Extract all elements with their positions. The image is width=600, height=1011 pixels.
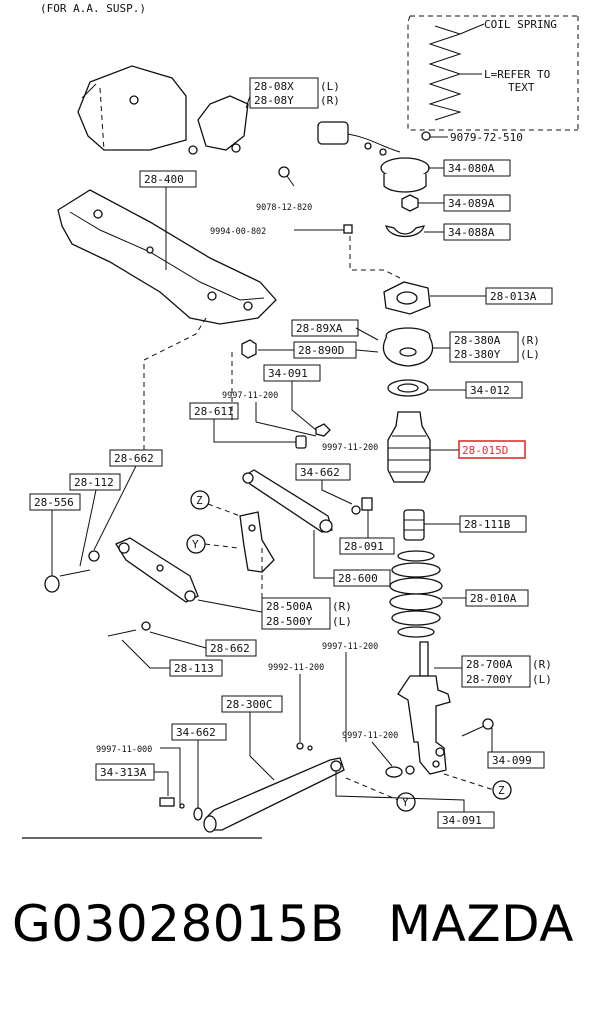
shock-absorber-28-700a-illustration [397, 641, 451, 775]
label-28-113: 28-113 [174, 662, 214, 675]
nut-9994-icon [343, 224, 353, 234]
nut-34-091-icon [315, 423, 331, 437]
label-28-380y: 28-380Y [454, 348, 501, 361]
label-34-012: 34-012 [470, 384, 510, 397]
highlight-box-28-015d [458, 440, 526, 459]
label-9992: 9992-11-200 [268, 663, 324, 673]
bushing-28-611-icon [295, 435, 307, 449]
label-28-700y-side: (L) [532, 673, 552, 686]
bolt-9078-icon [278, 166, 290, 178]
dust-boot-28-015d-illustration [387, 411, 431, 483]
label-28-500a-side: (R) [332, 600, 352, 613]
bushing-28-556-icon [44, 575, 60, 593]
label-box-28-08x [249, 77, 319, 109]
label-9994: 9994-00-802 [210, 227, 266, 237]
label-28-500y-side: (L) [332, 615, 352, 628]
coil-spring-note: COIL SPRING L=REFER TO TEXT [407, 15, 579, 131]
label-28-700a-side: (R) [532, 658, 552, 671]
reference-circle-z2 [492, 780, 512, 800]
label-34-662-b: 34-662 [176, 726, 216, 739]
bolt-28-890d-icon [241, 339, 257, 359]
label-28-08x-side: (L) [320, 80, 340, 93]
label-28-380a-side: (R) [520, 334, 540, 347]
label-34-088a: 34-088A [448, 226, 495, 239]
label-28-010a: 28-010A [470, 592, 517, 605]
reference-y2-text: Y [402, 796, 409, 809]
label-9997-b: 9997-11-200 [322, 443, 378, 453]
label-28-400: 28-400 [144, 173, 184, 186]
plate-28-013a-illustration [383, 281, 431, 315]
label-9997-c: 9997-11-200 [322, 642, 378, 652]
label-9078: 9078-12-820 [256, 203, 312, 213]
trailing-link-28-300c-illustration [203, 757, 345, 833]
label-28-662-a: 28-662 [114, 452, 154, 465]
header-note: (FOR A.A. SUSP.) [40, 2, 146, 15]
label-28-111b: 28-111B [464, 518, 511, 531]
label-28-500y: 28-500Y [266, 615, 313, 628]
mount-28-380a-illustration [382, 327, 434, 367]
label-9997-d: 9997-11-000 [96, 745, 152, 755]
label-34-662-a: 34-662 [300, 466, 340, 479]
coil-note-line1: L=REFER TO [484, 68, 550, 81]
label-28-556: 28-556 [34, 496, 74, 509]
strut-mount-34-080a-illustration [380, 157, 430, 193]
crossmember-28-400-illustration [57, 189, 277, 325]
label-28-013a: 28-013A [490, 290, 537, 303]
reference-y-text: Y [192, 538, 199, 551]
washer-34-088a-icon [385, 225, 425, 238]
bolt-34-313a-icon [159, 797, 175, 807]
coil-note-title: COIL SPRING [484, 18, 557, 31]
label-28-380a: 28-380A [454, 334, 501, 347]
label-28-700a: 28-700A [466, 658, 513, 671]
bolt-34-099-icon [482, 718, 494, 730]
label-34-091-top: 34-091 [268, 367, 308, 380]
label-28-300c: 28-300C [226, 698, 272, 711]
label-28-08x: 28-08X [254, 80, 294, 93]
label-28-08y: 28-08Y [254, 94, 294, 107]
label-28-015d: 28-015D [462, 444, 508, 457]
label-28-89xa: 28-89XA [296, 322, 343, 335]
part-number-caption: G03028015B [12, 895, 345, 953]
bolt-9079-icon [421, 131, 431, 141]
label-28-890d: 28-890D [298, 344, 344, 357]
reference-circle-z [190, 490, 210, 510]
label-28-500a: 28-500A [266, 600, 313, 613]
height-sensor-illustration [317, 121, 401, 156]
label-28-091: 28-091 [344, 540, 384, 553]
label-34-080a: 34-080A [448, 162, 495, 175]
body-panel-illustration [77, 65, 187, 151]
label-28-662-b: 28-662 [210, 642, 250, 655]
knuckle-bracket-illustration [239, 511, 275, 573]
coil-note-line2: TEXT [508, 81, 535, 94]
label-9997-a: 9997-11-200 [222, 391, 278, 401]
reference-circle-y2 [396, 792, 416, 812]
brand-caption: MAZDA [388, 895, 574, 953]
label-28-08y-side: (R) [320, 94, 340, 107]
reference-z-text: Z [196, 494, 203, 507]
bracket-illustration [188, 95, 249, 155]
coil-spring-icon [428, 25, 462, 121]
label-34-099: 34-099 [492, 754, 532, 767]
label-28-600: 28-600 [338, 572, 378, 585]
label-28-380y-side: (L) [520, 348, 540, 361]
nut-34-089a-icon [401, 194, 419, 212]
lateral-link-28-600-illustration [242, 469, 333, 533]
label-34-089a: 34-089A [448, 197, 495, 210]
label-28-700y: 28-700Y [466, 673, 513, 686]
label-28-112: 28-112 [74, 476, 114, 489]
lower-arm-28-500a-illustration [115, 537, 199, 603]
reference-z2-text: Z [498, 784, 505, 797]
label-34-313a: 34-313A [100, 766, 147, 779]
label-9997-e: 9997-11-200 [342, 731, 398, 741]
label-9079: 9079-72-510 [450, 131, 523, 144]
label-28-611: 28-611 [194, 405, 234, 418]
coil-spring-28-010a-illustration [389, 550, 443, 638]
label-34-091-bottom: 34-091 [442, 814, 482, 827]
bump-stop-28-111b-illustration [403, 509, 425, 541]
